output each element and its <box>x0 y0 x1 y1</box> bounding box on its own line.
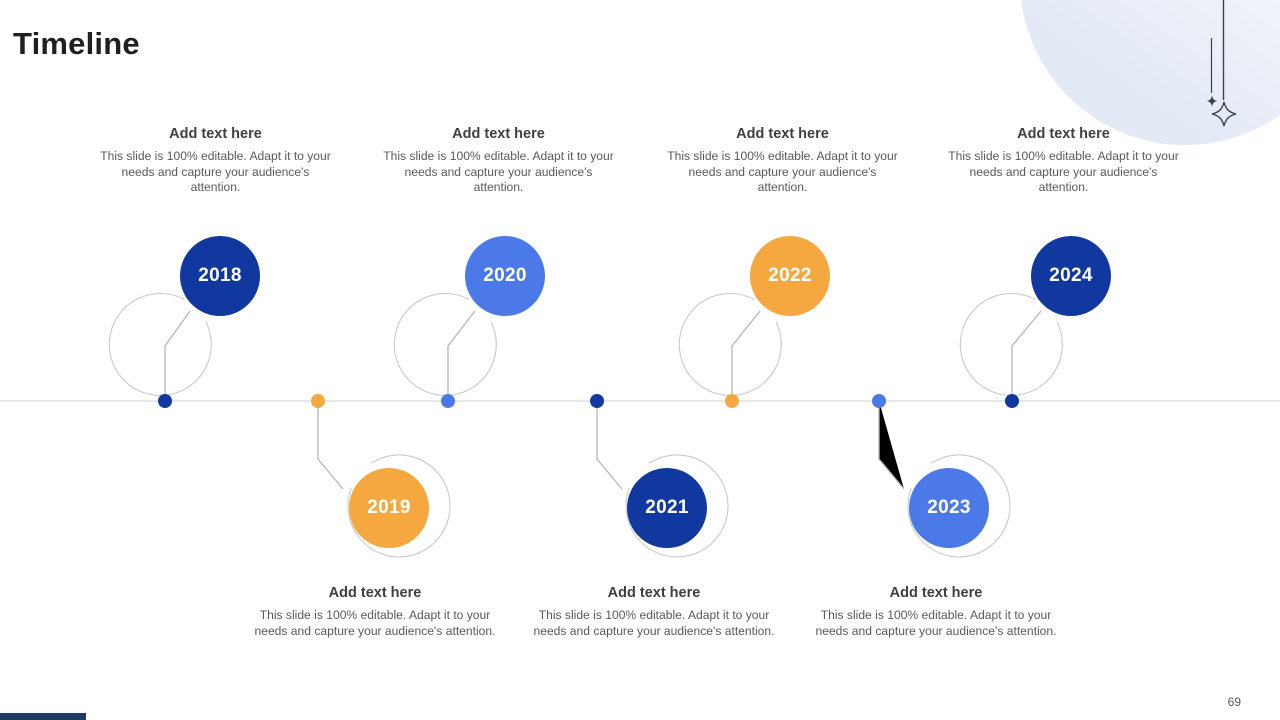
milestone-text-2024[interactable]: Add text here This slide is 100% editabl… <box>944 126 1183 196</box>
connector-2019 <box>317 401 344 490</box>
timeline-dot-2019 <box>311 394 325 408</box>
year-circle-2023[interactable]: 2023 <box>909 468 989 548</box>
ring-2018 <box>108 292 212 396</box>
milestone-body: This slide is 100% editable. Adapt it to… <box>100 149 331 195</box>
ring-2023 <box>907 454 1011 558</box>
milestone-heading: Add text here <box>328 585 422 601</box>
year-label: 2019 <box>367 497 411 518</box>
footer-accent-bar <box>0 713 86 720</box>
year-circle-2019[interactable]: 2019 <box>349 468 429 548</box>
connector-2020 <box>447 310 476 401</box>
year-label: 2021 <box>645 497 689 518</box>
milestone-heading: Add text here <box>169 126 262 142</box>
year-circle-2024[interactable]: 2024 <box>1031 236 1111 316</box>
sparkle-icon <box>1211 101 1237 127</box>
connector-2021 <box>596 401 623 490</box>
timeline-dot-2024 <box>1005 394 1019 408</box>
milestone-text-2020[interactable]: Add text here This slide is 100% editabl… <box>379 126 618 196</box>
connector-2022 <box>731 310 761 401</box>
slide-title: Timeline <box>13 26 140 61</box>
milestone-text-2022[interactable]: Add text here This slide is 100% editabl… <box>663 126 902 196</box>
milestone-body: This slide is 100% editable. Adapt it to… <box>533 608 775 638</box>
ring-2024 <box>959 292 1063 396</box>
year-circle-2021[interactable]: 2021 <box>627 468 707 548</box>
year-circle-2020[interactable]: 2020 <box>465 236 545 316</box>
year-label: 2022 <box>768 265 812 286</box>
milestone-body: This slide is 100% editable. Adapt it to… <box>254 608 496 638</box>
timeline-dot-2018 <box>158 394 172 408</box>
milestone-heading: Add text here <box>452 126 545 142</box>
year-label: 2024 <box>1049 265 1093 286</box>
milestone-text-2021[interactable]: Add text here This slide is 100% editabl… <box>531 585 777 639</box>
milestone-text-2023[interactable]: Add text here This slide is 100% editabl… <box>813 585 1059 639</box>
milestone-body: This slide is 100% editable. Adapt it to… <box>383 149 614 195</box>
ring-2020 <box>393 292 497 396</box>
ring-2021 <box>625 454 729 558</box>
milestone-heading: Add text here <box>736 126 829 142</box>
ring-2022 <box>678 292 782 396</box>
milestone-body: This slide is 100% editable. Adapt it to… <box>815 608 1057 638</box>
sparkle-icon-small <box>1206 95 1218 107</box>
milestone-heading: Add text here <box>607 585 701 601</box>
year-circle-2022[interactable]: 2022 <box>750 236 830 316</box>
milestone-heading: Add text here <box>889 585 983 601</box>
connector-2023 <box>878 401 905 490</box>
year-label: 2020 <box>483 265 527 286</box>
milestone-text-2019[interactable]: Add text here This slide is 100% editabl… <box>252 585 498 639</box>
page-number: 69 <box>1227 695 1241 709</box>
milestone-heading: Add text here <box>1017 126 1110 142</box>
year-circle-2018[interactable]: 2018 <box>180 236 260 316</box>
year-label: 2018 <box>198 265 242 286</box>
connector-2024 <box>1011 310 1042 401</box>
milestone-body: This slide is 100% editable. Adapt it to… <box>667 149 898 195</box>
year-label: 2023 <box>927 497 971 518</box>
milestone-text-2018[interactable]: Add text here This slide is 100% editabl… <box>96 126 335 196</box>
connector-2018 <box>164 310 191 401</box>
timeline-dot-2021 <box>590 394 604 408</box>
timeline-dot-2023 <box>872 394 886 408</box>
ring-2019 <box>347 454 451 558</box>
milestone-body: This slide is 100% editable. Adapt it to… <box>948 149 1179 195</box>
timeline-dot-2020 <box>441 394 455 408</box>
timeline-dot-2022 <box>725 394 739 408</box>
